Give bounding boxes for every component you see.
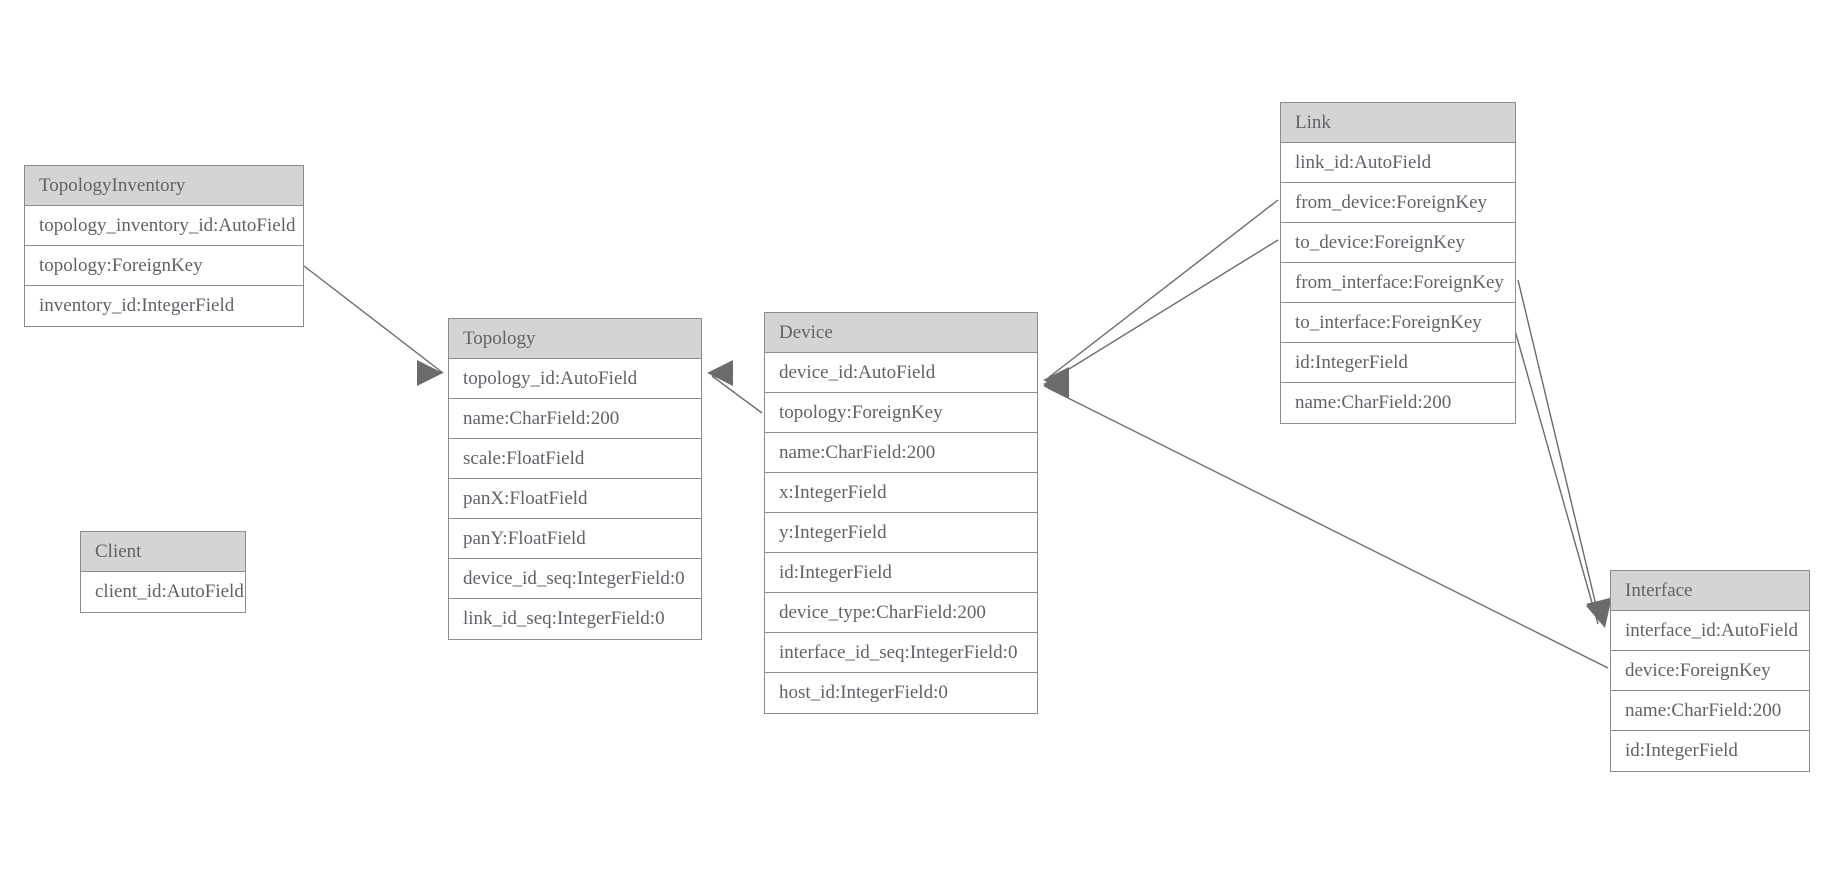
entity-field-row[interactable]: name:CharField:200 <box>1611 691 1809 731</box>
entity-field-row[interactable]: topology_inventory_id:AutoField <box>25 206 303 246</box>
entity-field-row[interactable]: inventory_id:IntegerField <box>25 286 303 326</box>
arrowhead-icon <box>417 360 443 386</box>
arrowhead-icon <box>1043 367 1069 393</box>
entity-field-row[interactable]: id:IntegerField <box>1611 731 1809 771</box>
entity-field-row[interactable]: from_device:ForeignKey <box>1281 183 1515 223</box>
entity-field-row[interactable]: device_type:CharField:200 <box>765 593 1037 633</box>
entity-field-row[interactable]: id:IntegerField <box>765 553 1037 593</box>
entity-field-row[interactable]: x:IntegerField <box>765 473 1037 513</box>
entity-field-row[interactable]: topology:ForeignKey <box>765 393 1037 433</box>
entity-field-row[interactable]: name:CharField:200 <box>449 399 701 439</box>
entity-field-row[interactable]: to_device:ForeignKey <box>1281 223 1515 263</box>
rel-link-to-device[interactable] <box>1047 239 1279 383</box>
entity-field-row[interactable]: id:IntegerField <box>1281 343 1515 383</box>
entity-title-interface: Interface <box>1611 571 1809 611</box>
entity-title-client: Client <box>81 532 245 572</box>
rel-interface-device[interactable] <box>1047 387 1609 669</box>
entity-field-row[interactable]: name:CharField:200 <box>1281 383 1515 423</box>
entity-field-row[interactable]: interface_id_seq:IntegerField:0 <box>765 633 1037 673</box>
entity-field-row[interactable]: device:ForeignKey <box>1611 651 1809 691</box>
rel-link-from-device[interactable] <box>1047 199 1279 379</box>
entity-field-row[interactable]: y:IntegerField <box>765 513 1037 553</box>
entity-field-row[interactable]: panX:FloatField <box>449 479 701 519</box>
arrowhead-icon <box>1043 373 1069 399</box>
arrowhead-icon <box>707 360 733 386</box>
entity-field-row[interactable]: topology_id:AutoField <box>449 359 701 399</box>
entity-field-row[interactable]: from_interface:ForeignKey <box>1281 263 1515 303</box>
entity-field-row[interactable]: device_id_seq:IntegerField:0 <box>449 559 701 599</box>
entity-title-topology: Topology <box>449 319 701 359</box>
entity-field-row[interactable]: host_id:IntegerField:0 <box>765 673 1037 713</box>
entity-field-row[interactable]: topology:ForeignKey <box>25 246 303 286</box>
entity-title-device: Device <box>765 313 1037 353</box>
entity-title-topology_inventory: TopologyInventory <box>25 166 303 206</box>
entity-field-row[interactable]: link_id:AutoField <box>1281 143 1515 183</box>
entity-field-row[interactable]: panY:FloatField <box>449 519 701 559</box>
rel-link-from-interface[interactable] <box>1517 279 1601 623</box>
entity-field-row[interactable]: device_id:AutoField <box>765 353 1037 393</box>
entity-field-row[interactable]: client_id:AutoField <box>81 572 245 612</box>
entity-field-row[interactable]: scale:FloatField <box>449 439 701 479</box>
entity-field-row[interactable]: interface_id:AutoField <box>1611 611 1809 651</box>
rel-link-to-interface[interactable] <box>1511 319 1599 625</box>
arrowhead-icon <box>1043 371 1069 397</box>
entity-title-link: Link <box>1281 103 1515 143</box>
rel-device-topology[interactable] <box>711 375 763 414</box>
entity-field-row[interactable]: link_id_seq:IntegerField:0 <box>449 599 701 639</box>
entity-field-row[interactable]: to_interface:ForeignKey <box>1281 303 1515 343</box>
entity-field-row[interactable]: name:CharField:200 <box>765 433 1037 473</box>
rel-topologyinventory-topology[interactable] <box>303 265 444 374</box>
